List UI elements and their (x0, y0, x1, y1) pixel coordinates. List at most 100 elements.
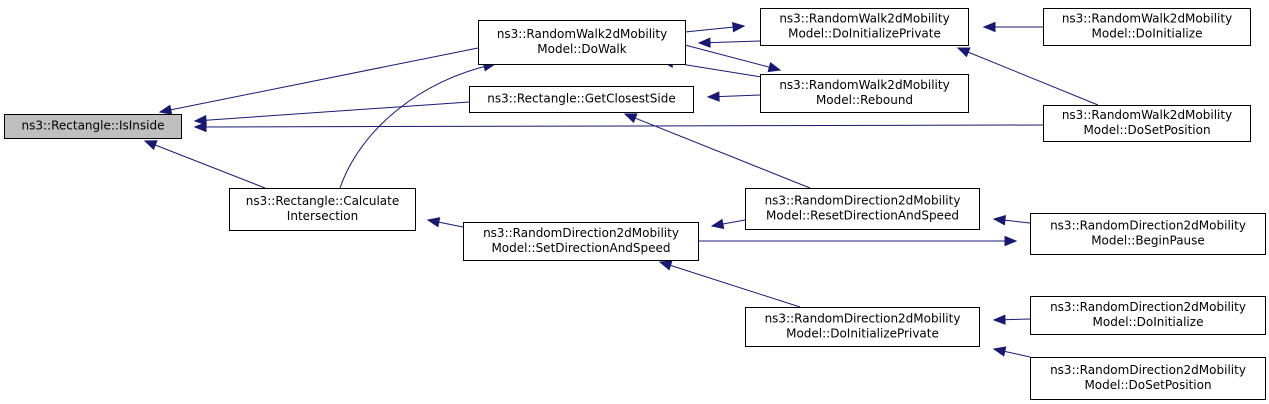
edge-arrowhead (992, 314, 1006, 325)
edge-rd_setdir-to-rd_beginpause (698, 235, 1018, 247)
node-isinside: ns3::Rectangle::IsInside (4, 114, 182, 139)
edge-arrowhead (426, 217, 441, 228)
edge-line (624, 113, 811, 189)
edge-rd_beginpause-to-rd_resetdir (992, 215, 1031, 226)
node-label-line: Model::BeginPause (1091, 234, 1205, 248)
node-rw_dosetpos[interactable]: ns3::RandomWalk2dMobilityModel::DoSetPos… (1043, 105, 1251, 142)
edge-arrowhead (193, 114, 207, 126)
edge-arrowhead (992, 215, 1007, 226)
node-label-line: Model::DoInitializePrivate (786, 327, 939, 341)
node-label-line: ns3::RandomDirection2dMobility (765, 312, 961, 326)
edge-line (659, 261, 801, 308)
node-box (760, 8, 969, 46)
edge-rw_doinitpriv-to-dowalk (697, 37, 761, 48)
node-label-line: ns3::RandomDirection2dMobility (483, 226, 679, 240)
edge-line (339, 63, 496, 189)
node-box (1043, 105, 1251, 142)
node-label-line: ns3::RandomWalk2dMobility (779, 78, 949, 92)
edge-line (144, 140, 266, 189)
node-label-line: Model::DoWalk (537, 42, 626, 56)
node-box (760, 74, 969, 113)
node-label-line: ns3::Rectangle::GetClosestSide (487, 92, 675, 106)
node-rd_doinit[interactable]: ns3::RandomDirection2dMobilityModel::DoI… (1030, 296, 1266, 335)
edge-line (684, 44, 781, 71)
edge-arrowhead (193, 121, 207, 133)
node-label-line: Intersection (287, 209, 358, 223)
edge-arrowhead (767, 62, 782, 73)
edge-arrowhead (1004, 235, 1018, 247)
node-rw_doinitpriv[interactable]: ns3::RandomWalk2dMobilityModel::DoInitia… (760, 8, 969, 46)
edge-arrowhead (710, 218, 725, 230)
edge-dowalk-to-rw_rebound (684, 44, 782, 73)
edge-rw_rebound-to-getclosest (706, 91, 761, 102)
node-label-line: Model::ResetDirectionAndSpeed (766, 209, 959, 223)
edges-layer (143, 21, 1099, 358)
node-label-line: ns3::RandomDirection2dMobility (1050, 300, 1246, 314)
edge-calcinter-to-isinside (143, 140, 266, 189)
node-label-line: ns3::RandomWalk2dMobility (779, 12, 949, 26)
node-label-line: Model::DoInitialize (1092, 27, 1203, 41)
edge-line (957, 47, 1099, 106)
node-box (745, 188, 980, 230)
node-box (229, 188, 416, 231)
edge-rw_doinit-to-rw_doinitpriv (982, 21, 1043, 33)
node-box (1043, 8, 1251, 46)
edge-getclosest-to-isinside (193, 101, 470, 126)
node-rd_beginpause[interactable]: ns3::RandomDirection2dMobilityModel::Beg… (1030, 213, 1266, 255)
edge-arrowhead (158, 104, 173, 115)
node-rd_setdir[interactable]: ns3::RandomDirection2dMobilityModel::Set… (463, 222, 699, 261)
node-box (1030, 357, 1266, 400)
node-label-line: Model::DoInitialize (1093, 315, 1204, 329)
node-label-line: ns3::RandomDirection2dMobility (1050, 219, 1246, 233)
node-rd_doinitpriv[interactable]: ns3::RandomDirection2dMobilityModel::DoI… (745, 307, 980, 347)
edge-arrowhead (706, 91, 720, 102)
edge-rd_setdir-to-calcinter (426, 217, 464, 228)
node-rw_doinit[interactable]: ns3::RandomWalk2dMobilityModel::DoInitia… (1043, 8, 1251, 46)
edge-arrowhead (732, 21, 746, 33)
edge-arrowhead (982, 21, 996, 33)
edge-calcinter-to-dowalk (339, 61, 497, 189)
node-box (469, 86, 694, 113)
node-label-line: ns3::RandomDirection2dMobility (1050, 363, 1246, 377)
edge-rd_doinitpriv-to-rd_setdir (658, 260, 801, 308)
edge-arrowhead (623, 113, 638, 124)
edge-arrowhead (697, 37, 711, 48)
node-label-line: Model::DoSetPosition (1083, 123, 1210, 137)
node-label-line: Model::SetDirectionAndSpeed (491, 241, 670, 255)
edge-line (194, 124, 1044, 128)
node-label-line: ns3::Rectangle::Calculate (246, 194, 400, 208)
edge-rd_resetdir-to-rd_setdir (710, 218, 746, 230)
node-box (1030, 296, 1266, 335)
node-box (4, 114, 182, 139)
node-rd_resetdir[interactable]: ns3::RandomDirection2dMobilityModel::Res… (745, 188, 980, 230)
nodes-layer: ns3::Rectangle::IsInside ns3::RandomWalk2… (4, 8, 1266, 400)
node-label-line: Model::DoInitializePrivate (788, 27, 941, 41)
node-label-line: ns3::RandomWalk2dMobility (497, 27, 667, 41)
edge-rd_doinit-to-rd_doinitpriv (992, 314, 1031, 325)
node-box (478, 20, 686, 65)
node-box (1030, 213, 1266, 255)
node-label-line: Model::Rebound (816, 93, 913, 107)
node-label-line: ns3::RandomWalk2dMobility (1062, 108, 1232, 122)
edge-line (194, 101, 470, 122)
edge-rw_dosetpos-to-rw_doinitpriv (956, 47, 1099, 106)
edge-line (159, 47, 479, 113)
node-rd_dosetpos[interactable]: ns3::RandomDirection2dMobilityModel::DoS… (1030, 357, 1266, 400)
edge-arrowhead (992, 346, 1007, 357)
edge-rd_dosetpos-to-rd_doinitpriv (992, 346, 1031, 358)
node-getclosest[interactable]: ns3::Rectangle::GetClosestSide (469, 86, 694, 113)
edge-arrowhead (658, 260, 673, 271)
edge-dowalk-to-isinside (158, 47, 479, 115)
edge-arrowhead (143, 140, 158, 151)
node-box (745, 307, 980, 347)
edge-rd_resetdir-to-getclosest (623, 113, 811, 189)
node-label-line: ns3::Rectangle::IsInside (22, 119, 165, 133)
node-label-line: ns3::RandomDirection2dMobility (765, 194, 961, 208)
node-box (463, 222, 699, 261)
edge-dowalk-to-rw_doinitpriv (684, 21, 746, 33)
node-label-line: ns3::RandomWalk2dMobility (1062, 12, 1232, 26)
